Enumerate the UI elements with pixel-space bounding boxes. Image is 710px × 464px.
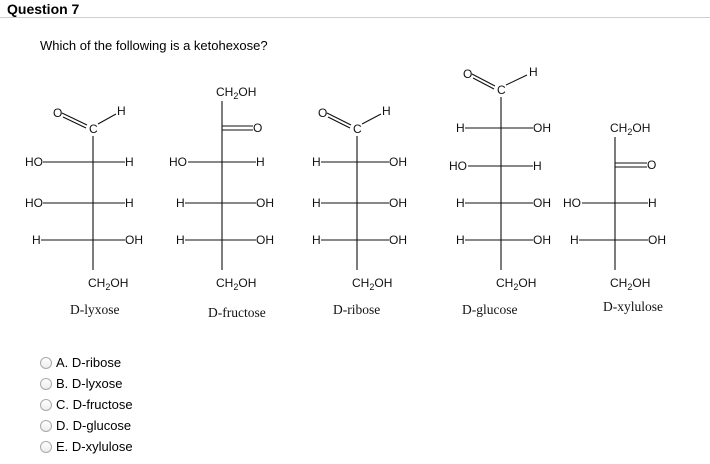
structure-d-xylulose: CH2OH O HO H H OH CH2OH D-xylulose — [563, 121, 666, 314]
svg-text:OH: OH — [256, 233, 274, 247]
ch2oh-bottom: CH2OH — [610, 276, 650, 292]
svg-text:HO: HO — [169, 155, 187, 169]
svg-text:H: H — [382, 104, 391, 118]
svg-text:H: H — [312, 196, 321, 210]
svg-text:H: H — [117, 104, 126, 118]
svg-text:D-ribose: D-ribose — [333, 302, 380, 317]
svg-text:HO: HO — [449, 159, 467, 173]
radio-button[interactable] — [40, 419, 52, 432]
svg-text:H: H — [176, 196, 185, 210]
svg-text:OH: OH — [533, 196, 551, 210]
svg-text:O: O — [647, 158, 656, 172]
radio-button[interactable] — [40, 440, 52, 453]
svg-text:OH: OH — [648, 233, 666, 247]
aldehyde-group: O C H — [463, 65, 538, 97]
svg-text:C: C — [497, 83, 506, 97]
option-b[interactable]: B. D-lyxose — [40, 373, 133, 394]
header-divider — [0, 17, 710, 18]
structure-d-fructose: CH2OH O HO H H OH H OH CH2OH D-fructose — [169, 85, 274, 320]
svg-text:D-xylulose: D-xylulose — [603, 299, 663, 314]
structure-d-ribose: O C H H OH H OH H OH CH2OH D-ribose — [312, 104, 407, 317]
svg-text:C: C — [353, 122, 362, 136]
ch2oh-bottom: CH2OH — [216, 276, 256, 292]
fischer-projections-figure: O C H HO H HO H H OH CH2OH D-lyxose CH2O… — [25, 65, 666, 320]
svg-text:O: O — [53, 106, 62, 120]
aldehyde-group: O C H — [53, 104, 126, 136]
ch2oh-bottom: CH2OH — [88, 276, 128, 292]
svg-text:HO: HO — [25, 155, 43, 169]
answer-options: A. D-ribose B. D-lyxose C. D-fructose D.… — [40, 352, 133, 457]
svg-text:OH: OH — [533, 233, 551, 247]
svg-text:H: H — [125, 196, 134, 210]
option-d[interactable]: D. D-glucose — [40, 415, 133, 436]
svg-text:H: H — [256, 155, 265, 169]
svg-text:OH: OH — [389, 233, 407, 247]
svg-text:OH: OH — [533, 121, 551, 135]
radio-button[interactable] — [40, 398, 52, 411]
option-c[interactable]: C. D-fructose — [40, 394, 133, 415]
ch2oh-top: CH2OH — [610, 121, 650, 137]
svg-text:D-fructose: D-fructose — [208, 305, 266, 320]
svg-text:H: H — [312, 155, 321, 169]
question-text: Which of the following is a ketohexose? — [40, 38, 268, 53]
svg-text:H: H — [125, 155, 134, 169]
svg-text:O: O — [463, 67, 472, 81]
svg-text:H: H — [529, 65, 538, 79]
svg-text:H: H — [456, 233, 465, 247]
svg-text:HO: HO — [563, 196, 581, 210]
radio-button[interactable] — [40, 377, 52, 390]
ch2oh-top: CH2OH — [216, 85, 256, 101]
option-e[interactable]: E. D-xylulose — [40, 436, 133, 457]
svg-text:OH: OH — [125, 233, 143, 247]
svg-text:O: O — [253, 121, 262, 135]
svg-text:HO: HO — [25, 196, 43, 210]
question-title: Question 7 — [7, 1, 80, 17]
ch2oh-bottom: CH2OH — [352, 276, 392, 292]
svg-text:OH: OH — [389, 196, 407, 210]
svg-text:H: H — [456, 121, 465, 135]
svg-text:H: H — [533, 159, 542, 173]
radio-button[interactable] — [40, 356, 52, 369]
svg-text:H: H — [32, 233, 41, 247]
svg-text:H: H — [176, 233, 185, 247]
aldehyde-group: O C H — [318, 104, 391, 136]
svg-text:OH: OH — [389, 155, 407, 169]
svg-text:OH: OH — [256, 196, 274, 210]
svg-text:H: H — [312, 233, 321, 247]
svg-text:D-glucose: D-glucose — [462, 302, 517, 317]
option-a[interactable]: A. D-ribose — [40, 352, 133, 373]
svg-text:H: H — [648, 196, 657, 210]
svg-text:H: H — [456, 196, 465, 210]
structure-d-glucose: O C H H OH HO H H OH H OH CH2OH D-glucos… — [449, 65, 551, 317]
ch2oh-bottom: CH2OH — [496, 276, 536, 292]
svg-text:O: O — [318, 106, 327, 120]
svg-text:H: H — [570, 233, 579, 247]
structure-d-lyxose: O C H HO H HO H H OH CH2OH D-lyxose — [25, 104, 143, 317]
svg-text:C: C — [89, 122, 98, 136]
svg-text:D-lyxose: D-lyxose — [70, 302, 120, 317]
